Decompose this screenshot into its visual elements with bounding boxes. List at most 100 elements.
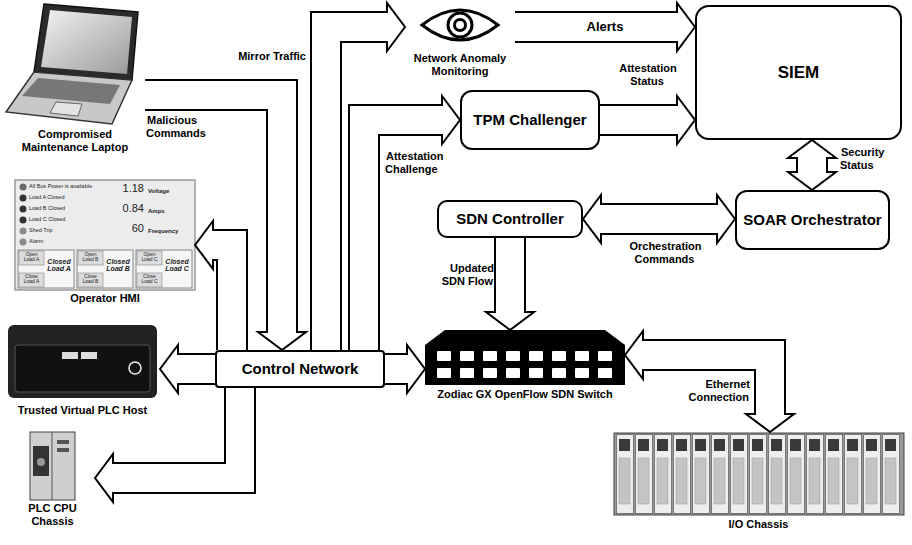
hmi-screen-illustration xyxy=(15,180,195,290)
readout-value: 1.18 xyxy=(104,183,144,195)
arrow-label-slot: Orchestration Commands xyxy=(598,240,732,266)
block-arrow xyxy=(625,331,794,432)
laptop-device: Compromised Maintenance Laptop xyxy=(5,2,145,154)
block-arrow xyxy=(160,345,215,393)
io-chassis-illustration xyxy=(614,433,904,515)
device-label: Operator HMI xyxy=(15,292,195,305)
key-switch xyxy=(37,458,45,466)
readout-unit: Voltage xyxy=(148,188,192,194)
open-button-label: Open Load B xyxy=(79,252,102,263)
block-arrow xyxy=(515,3,695,51)
arrow-label-slot: Attestation Challenge xyxy=(385,150,455,176)
box-title: SIEM xyxy=(778,63,820,83)
switch-ports xyxy=(437,351,621,378)
open-button xyxy=(78,251,103,265)
device-label: I/O Chassis xyxy=(612,518,905,531)
arrow-label: Security Status xyxy=(840,146,884,171)
arrow-label-slot: Malicious Commands xyxy=(146,114,256,140)
io-rack xyxy=(614,433,904,515)
arrow-fill xyxy=(364,120,445,350)
button-group xyxy=(77,250,133,288)
indicator-label: All Bus Power is available xyxy=(29,184,103,190)
block-arrow xyxy=(583,195,735,243)
switch-illustration xyxy=(425,330,625,385)
block-arrow xyxy=(145,95,306,350)
laptop-display xyxy=(41,10,132,74)
arrow-fill xyxy=(385,355,410,383)
device-label: Trusted Virtual PLC Host xyxy=(5,404,160,417)
open-button-label: Open Load C xyxy=(138,252,161,263)
close-button-label: Close Load C xyxy=(138,274,161,285)
switch-body xyxy=(425,345,625,385)
open-button xyxy=(19,251,44,265)
laptop-bezel xyxy=(34,4,138,80)
arrow-label: Mirror Traffic xyxy=(237,50,307,62)
module-divider xyxy=(52,432,53,500)
power-button xyxy=(129,362,141,374)
eye-pupil xyxy=(455,20,466,31)
indicator-lamp xyxy=(20,195,27,202)
process-box: SOAR Orchestrator xyxy=(735,190,890,250)
process-box: SIEM xyxy=(695,5,902,140)
indicator-label: Alarm xyxy=(29,239,103,245)
indicator-lamp xyxy=(20,228,27,235)
plc-chassis-illustration xyxy=(30,432,75,500)
arrow-label: Orchestration Commands xyxy=(628,240,701,265)
close-button xyxy=(19,273,44,287)
arrow-label-slot: Alerts xyxy=(540,19,670,35)
arrow-fill xyxy=(496,238,524,315)
close-button xyxy=(137,273,162,287)
indicator-lamp xyxy=(20,206,27,213)
arrow-fill xyxy=(145,95,282,335)
arrow-fill xyxy=(640,355,770,417)
device-label: Zodiac GX OpenFlow SDN Switch xyxy=(425,388,625,401)
box-title: SDN Controller xyxy=(456,210,564,227)
process-box: SDN Controller xyxy=(437,200,583,238)
arrow-label-slot: Updated SDN Flow xyxy=(434,262,494,288)
plc-rack xyxy=(30,432,75,500)
arrow-label: Alerts xyxy=(586,19,625,34)
box-title: TPM Challenger xyxy=(473,111,586,128)
open-button xyxy=(137,251,162,265)
arrow-fill xyxy=(600,106,680,134)
switch-top xyxy=(425,330,625,345)
status-led xyxy=(57,448,69,452)
laptop-touchpad xyxy=(50,102,82,116)
arrow-fill xyxy=(515,13,680,41)
eye-icon xyxy=(422,10,498,40)
readout-value: 60 xyxy=(104,223,144,235)
status-led xyxy=(57,440,69,444)
breaker-state: Closed Load B xyxy=(104,258,132,273)
device-label: Compromised Maintenance Laptop xyxy=(5,128,145,154)
close-button-label: Close Load B xyxy=(79,274,102,285)
block-arrow xyxy=(600,96,695,144)
eye-outline xyxy=(422,10,498,40)
arrow-label-slot: Ethernet Connection xyxy=(676,378,750,404)
readout-unit: Frequency xyxy=(148,228,192,234)
block-arrow xyxy=(195,221,232,350)
arrow-label: Attestation Status xyxy=(618,62,676,87)
button-group xyxy=(18,250,74,288)
arrow-label-slot: Security Status xyxy=(840,146,906,172)
device-label: Network Anomaly Monitoring xyxy=(405,52,515,78)
plc-host-device: Trusted Virtual PLC Host xyxy=(5,318,160,417)
eye-iris xyxy=(448,13,472,37)
close-button-label: Close Load A xyxy=(20,274,43,285)
mini-pc-case xyxy=(8,325,157,398)
arrow-outline xyxy=(145,95,282,332)
arrow-label: Updated SDN Flow xyxy=(442,262,494,287)
indicator-label: Load C Closed xyxy=(29,217,103,223)
network-hub: Control Network xyxy=(215,350,385,388)
indicator-label: Load A Closed xyxy=(29,195,103,201)
arrow-fill xyxy=(175,355,215,383)
io-modules xyxy=(616,434,901,514)
box-title: Control Network xyxy=(242,360,359,377)
arrow-fill xyxy=(210,245,232,350)
indicator-label: Load B Closed xyxy=(29,206,103,212)
arrow-label-slot: Attestation Status xyxy=(605,62,690,88)
process-box: TPM Challenger xyxy=(460,90,600,150)
mini-pc-bezel xyxy=(15,345,150,392)
arrow-fill xyxy=(798,155,826,175)
mini-pc-illustration xyxy=(8,325,157,398)
